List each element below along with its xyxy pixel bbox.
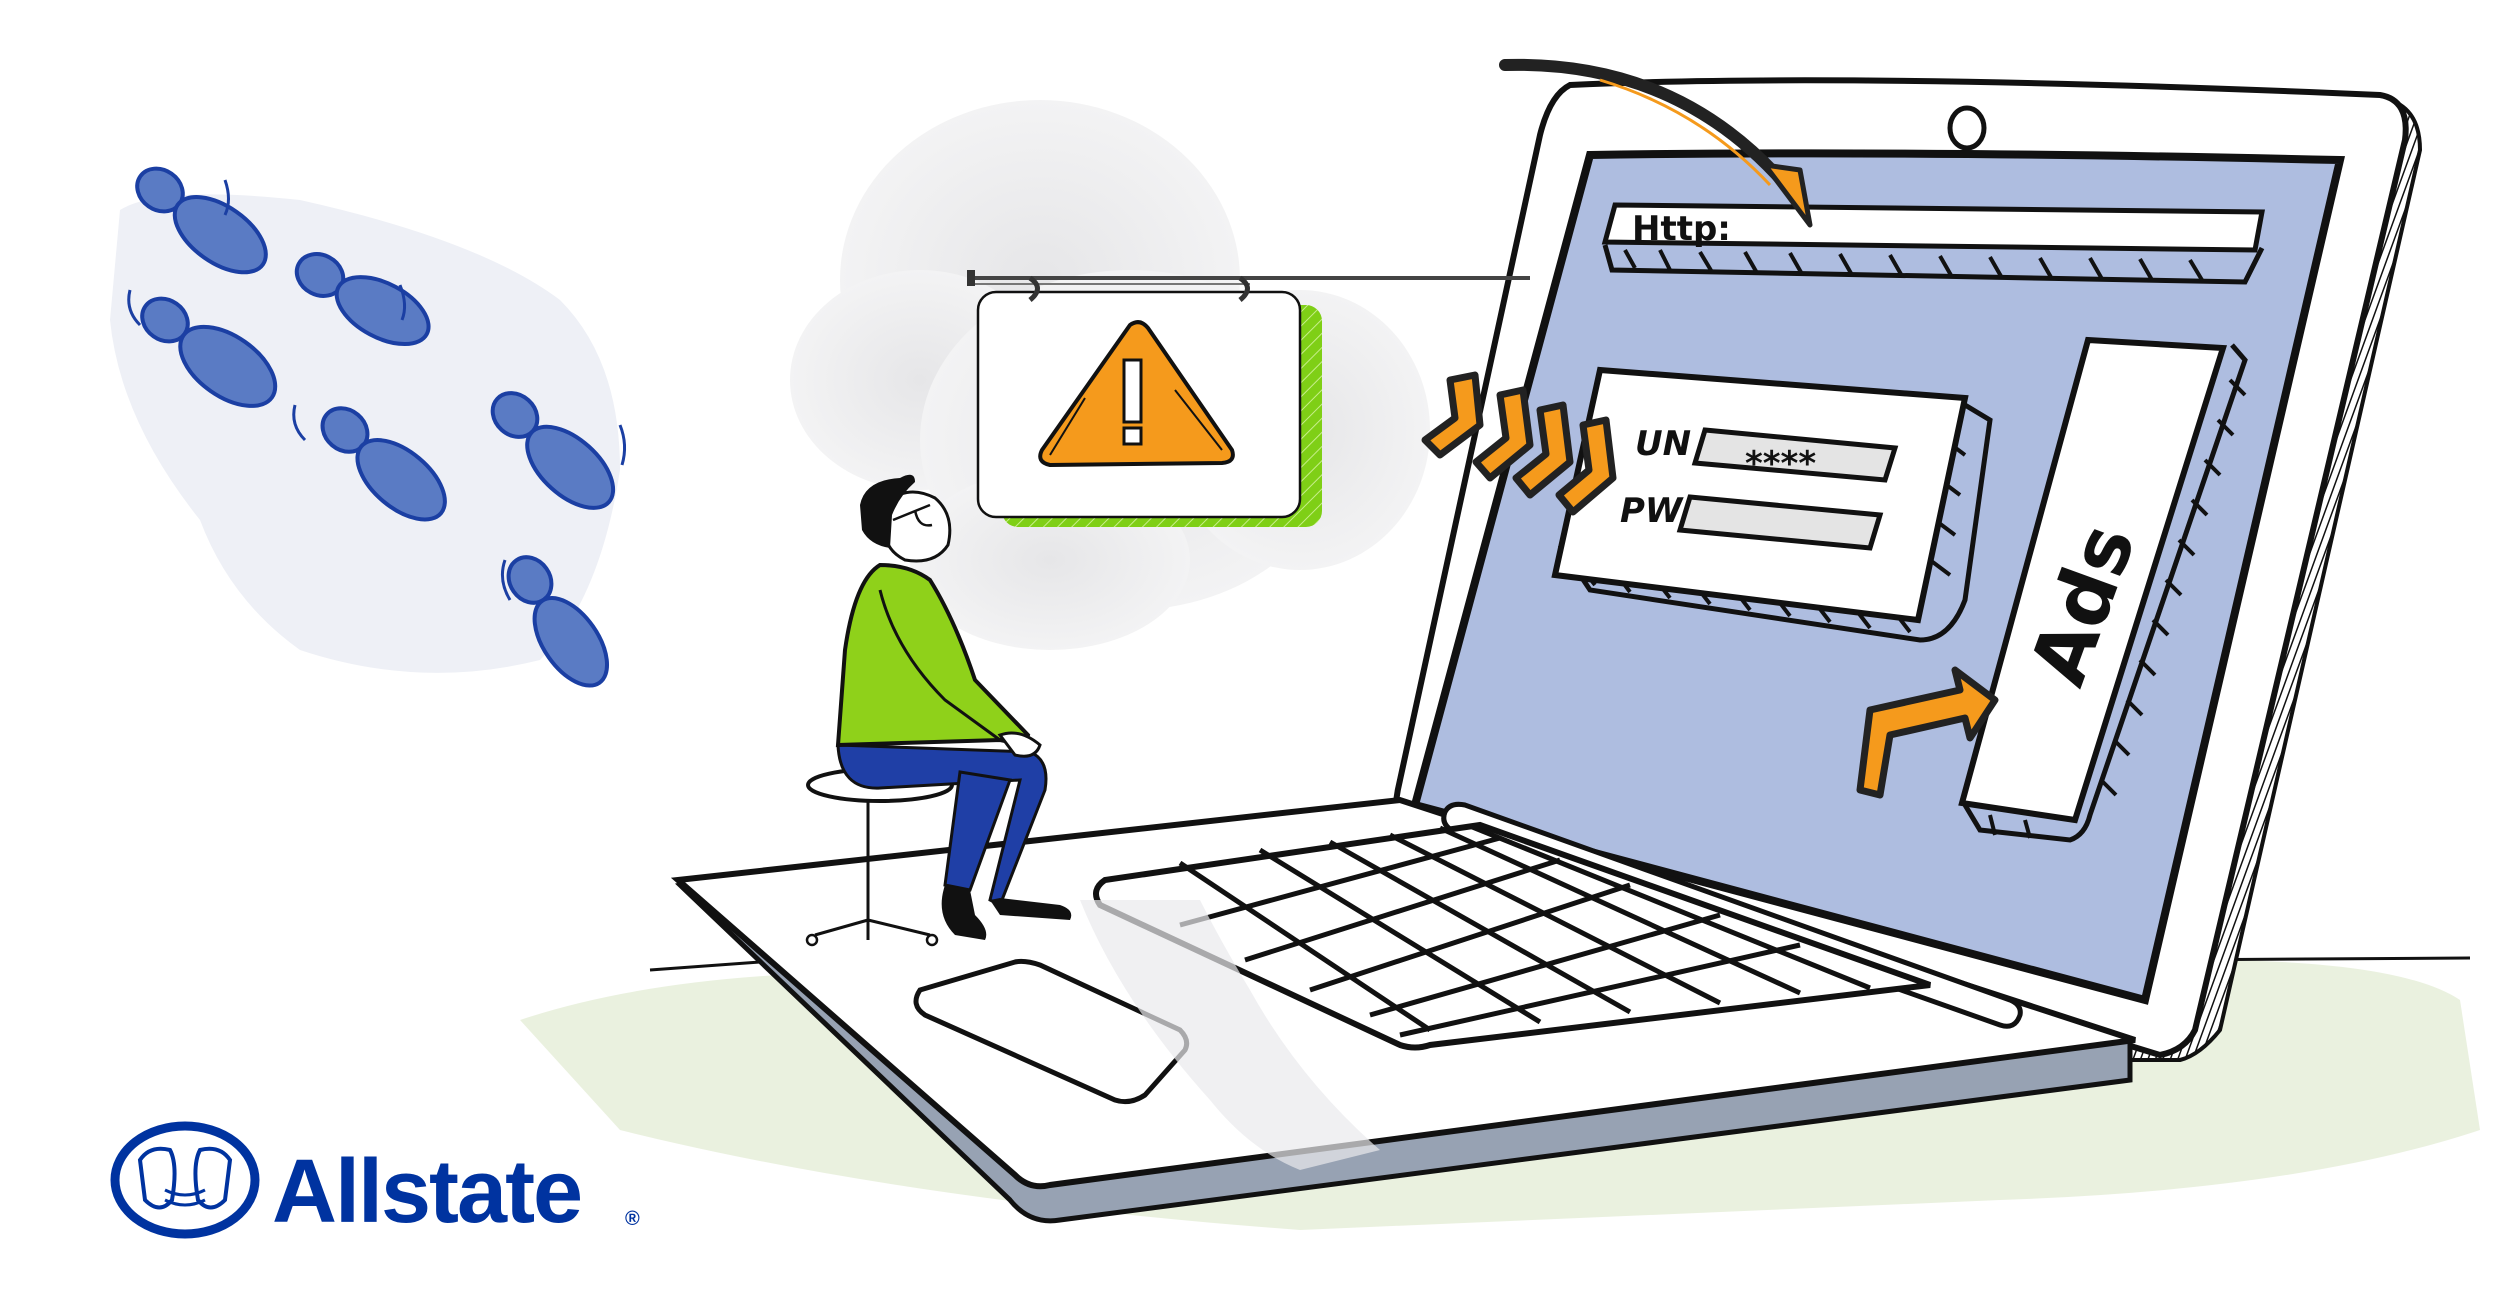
good-hands-emblem-icon [110,1121,260,1239]
laptop: Http: UN **** [670,58,2423,1224]
password-label: PW [1620,491,1684,531]
footprint-5 [490,391,616,510]
footprint-3 [140,296,278,408]
footprint-6 [506,555,610,688]
username-label: UN [1635,424,1691,464]
webcam-icon [1947,105,1987,151]
login-form: UN **** PW [1551,366,1993,643]
username-field[interactable]: **** [1691,427,1899,484]
keyboard[interactable] [1093,821,1932,1051]
footprint-1 [135,166,268,275]
person-on-stool [805,474,1072,947]
registered-mark: ® [625,1208,640,1230]
warning-triangle-icon [1038,320,1235,467]
allstate-logo: Allstate ® [110,1121,640,1242]
brand-name: Allstate [272,1142,581,1242]
ads-panel[interactable]: Ads [1958,336,2248,843]
address-bar-label: Http: [1632,209,1731,249]
chevrons-icon [1421,371,1617,516]
warning-sign [967,270,1530,527]
footprint-4 [320,406,447,522]
username-value: **** [1745,444,1816,484]
arrow-to-address-bar-icon [1499,58,1813,228]
footprints-trail [110,166,627,688]
browser-address-bar[interactable]: Http: [1601,202,2270,285]
arrow-to-ads-icon [1856,666,1999,799]
footprint-2 [294,252,431,347]
password-field[interactable] [1676,494,1884,551]
